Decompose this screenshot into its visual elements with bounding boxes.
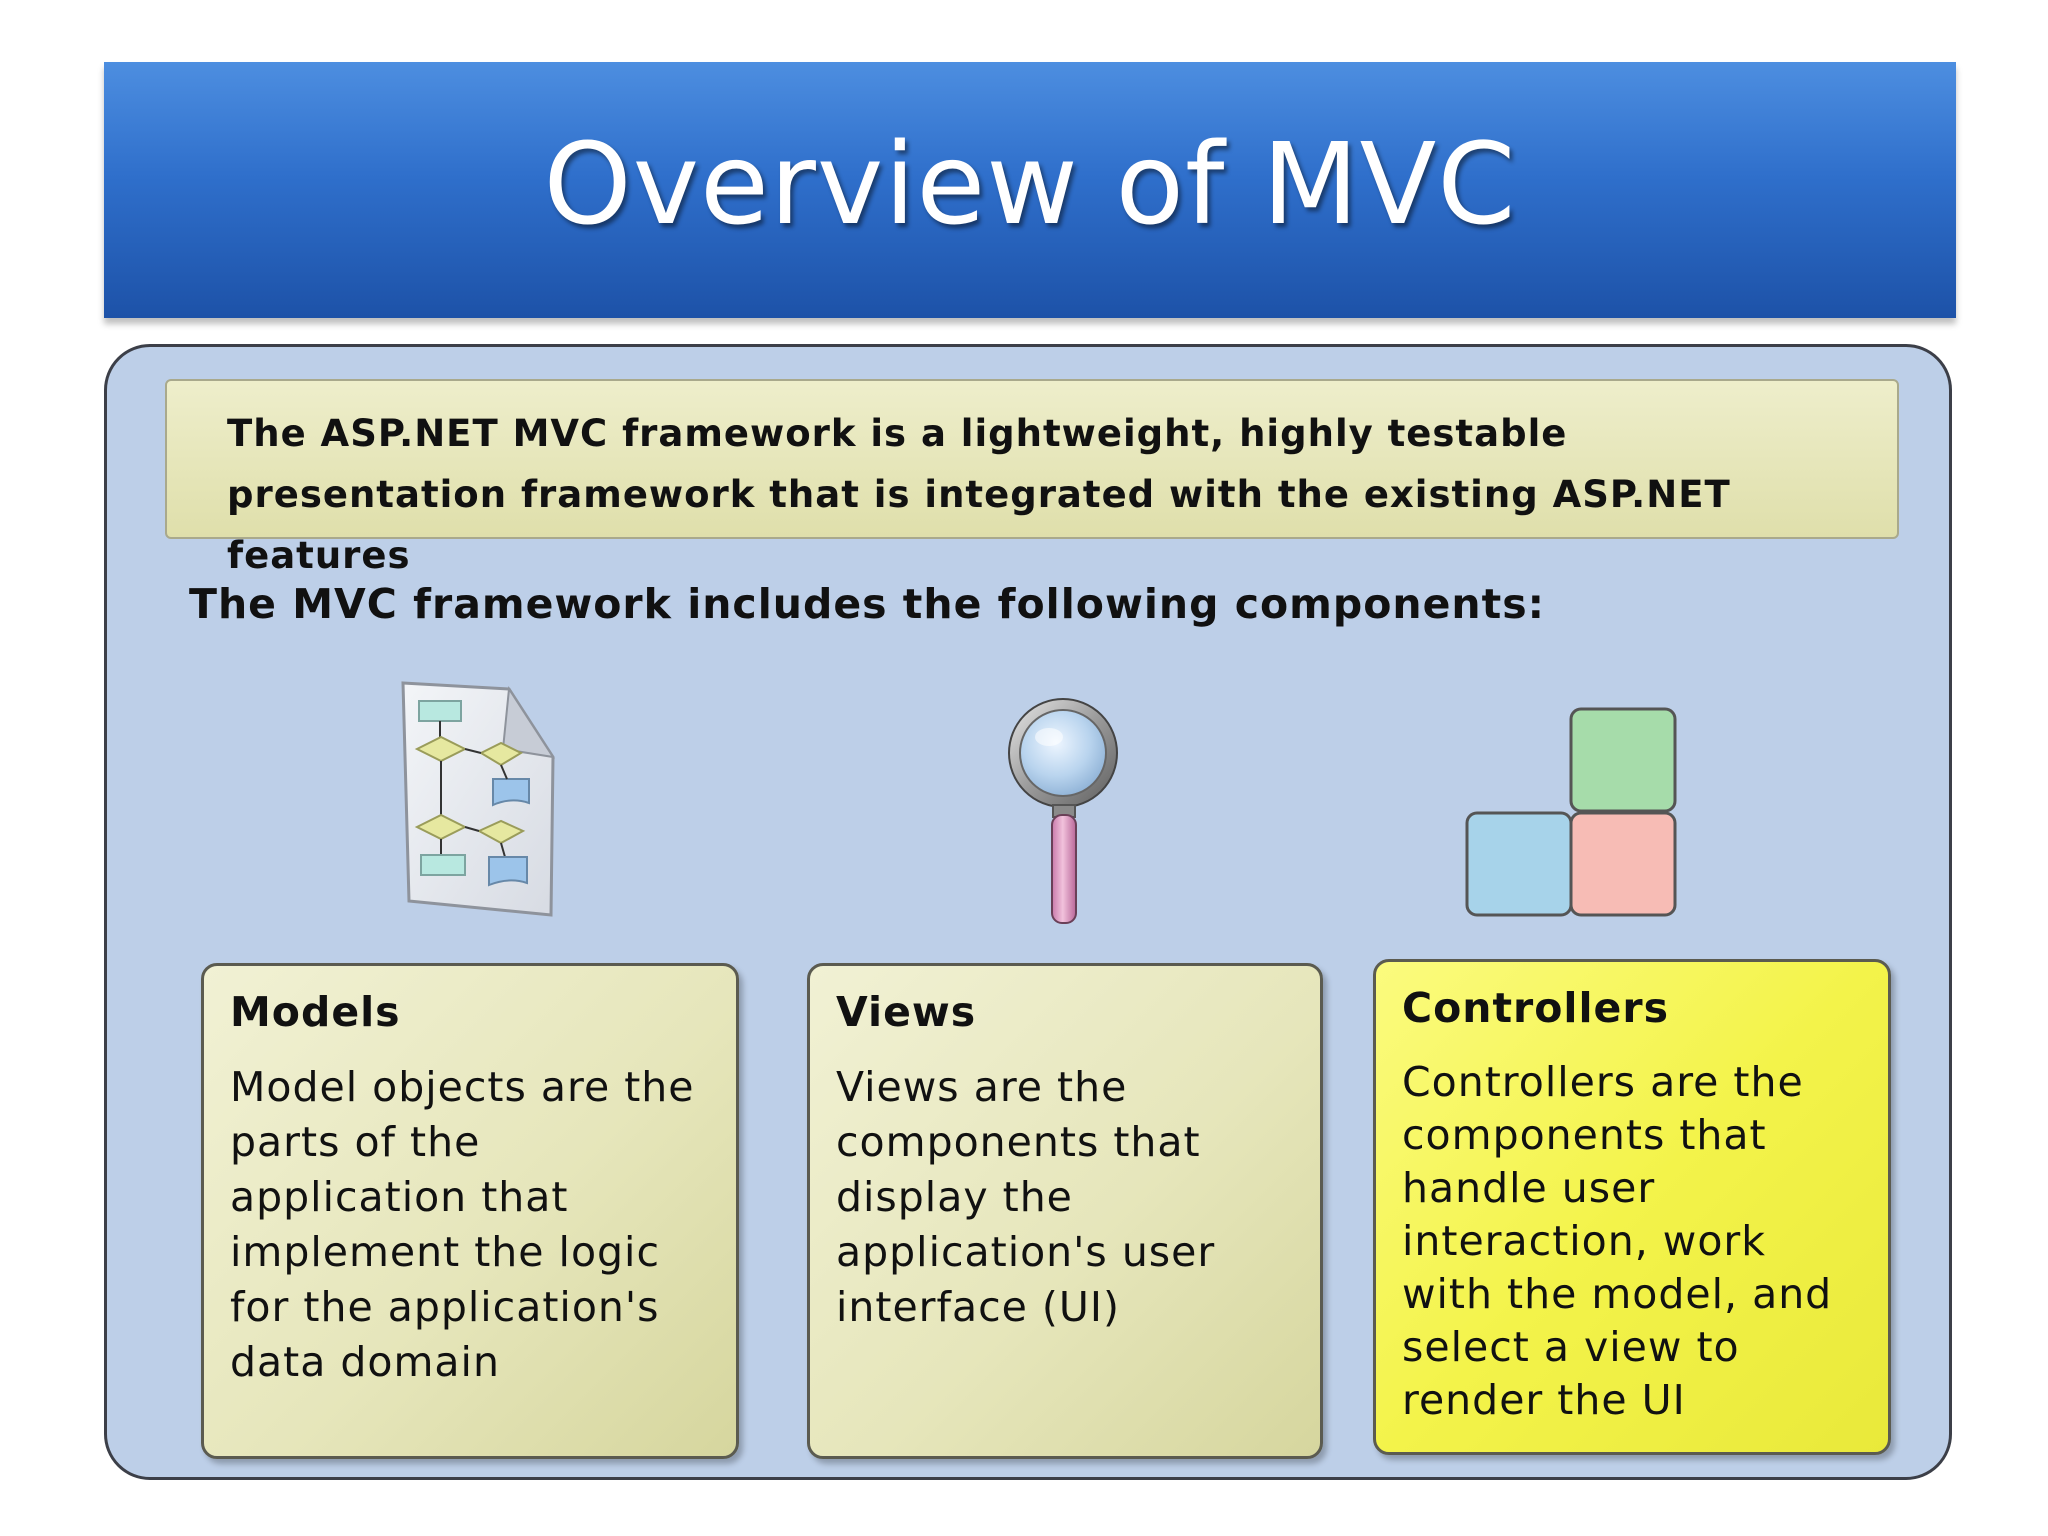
magnifying-glass-icon [1003, 693, 1127, 929]
controllers-card: Controllers Controllers are the componen… [1373, 959, 1891, 1455]
flowchart-document-icon [397, 675, 567, 921]
slide-title: Overview of MVC [543, 120, 1517, 250]
building-blocks-icon [1459, 705, 1679, 925]
models-card: Models Model objects are the parts of th… [201, 963, 739, 1459]
views-card-description: Views are the components that display th… [836, 1063, 1216, 1331]
title-banner: Overview of MVC [104, 62, 1956, 318]
content-panel: The ASP.NET MVC framework is a lightweig… [104, 344, 1952, 1480]
controllers-card-description: Controllers are the components that hand… [1402, 1058, 1833, 1424]
views-card: Views Views are the components that disp… [807, 963, 1323, 1459]
models-card-description: Model objects are the parts of the appli… [230, 1063, 695, 1386]
controllers-card-title: Controllers [1402, 984, 1669, 1032]
intro-box: The ASP.NET MVC framework is a lightweig… [165, 379, 1899, 577]
components-heading: The MVC framework includes the following… [189, 580, 1545, 628]
views-card-title: Views [836, 988, 977, 1036]
models-card-title: Models [230, 988, 401, 1036]
intro-text: The ASP.NET MVC framework is a lightweig… [227, 412, 1731, 577]
